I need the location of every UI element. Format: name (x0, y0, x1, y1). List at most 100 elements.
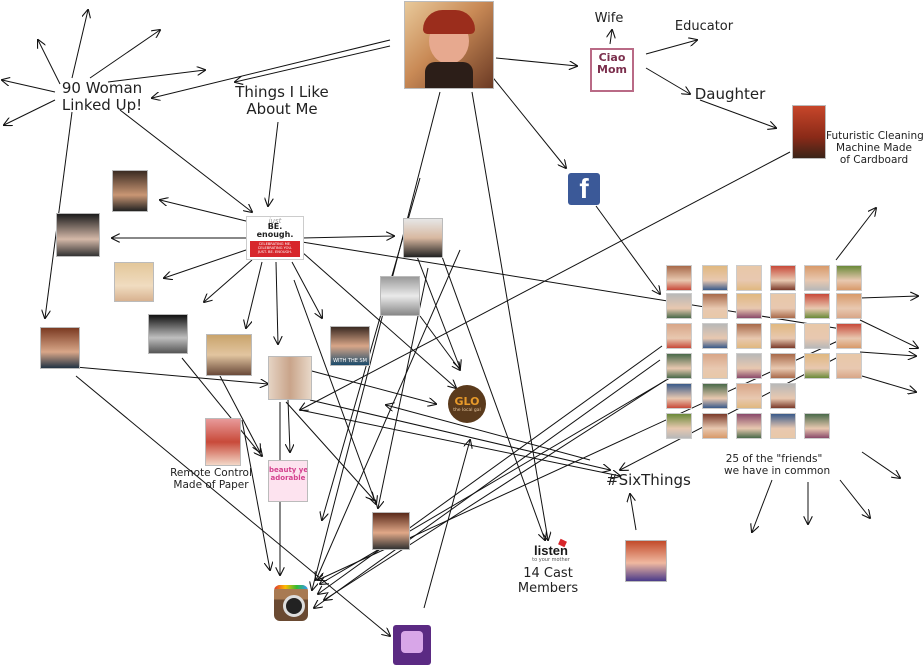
futuristic-label: Futuristic Cleaning Machine Made of Card… (826, 130, 924, 167)
friend-avatar[interactable] (702, 383, 728, 409)
arrow-12 (699, 99, 776, 128)
ciao-mom-text: Ciao Mom (597, 51, 627, 77)
arrow-27 (301, 241, 860, 332)
avatar-5[interactable] (148, 314, 188, 354)
friend-avatar[interactable] (736, 413, 762, 439)
friend-avatar[interactable] (702, 265, 728, 291)
friend-avatar[interactable] (770, 383, 796, 409)
friend-avatar[interactable] (804, 265, 830, 291)
arrow-21 (204, 259, 253, 302)
arrow-9 (610, 30, 612, 45)
ciao-mom-logo[interactable]: Ciao Mom (590, 48, 634, 92)
friend-avatar[interactable] (702, 323, 728, 349)
friend-avatar[interactable] (804, 413, 830, 439)
arrow-33 (307, 369, 436, 404)
arrow-4 (2, 80, 56, 93)
friend-avatar[interactable] (770, 353, 796, 379)
arrow-58 (835, 208, 876, 261)
avatar-7[interactable] (403, 218, 443, 258)
glo-logo[interactable]: GLO the local gal (448, 385, 486, 423)
avatar-3[interactable] (114, 262, 154, 302)
daughter-label: Daughter (694, 85, 766, 103)
friend-avatar[interactable] (804, 323, 830, 349)
instagram-icon[interactable] (274, 585, 308, 621)
arrow-28 (63, 365, 268, 384)
arrow-22 (246, 261, 263, 328)
arrow-40 (288, 399, 290, 452)
educator-label: Educator (674, 19, 734, 34)
avatar-9[interactable] (372, 512, 410, 550)
arrow-16 (119, 109, 252, 212)
avatar-sixthings[interactable] (625, 540, 667, 582)
friend-avatar[interactable] (736, 353, 762, 379)
arrow-25 (301, 236, 394, 238)
avatar-6[interactable] (206, 334, 252, 376)
friend-avatar[interactable] (666, 413, 692, 439)
avatar-8[interactable] (380, 276, 420, 316)
friend-avatar[interactable] (736, 293, 762, 319)
purple-badge[interactable] (393, 625, 431, 665)
arrow-10 (645, 40, 697, 55)
cast-label: 14 Cast Members (517, 566, 579, 596)
arrow-5 (4, 99, 56, 125)
arrow-2 (89, 30, 160, 79)
arrow-51 (318, 345, 663, 594)
friend-avatar[interactable] (666, 383, 692, 409)
arrow-15 (268, 121, 279, 206)
arrow-34 (309, 399, 610, 470)
arrow-36 (285, 401, 374, 500)
remote-label: Remote Control Made of Paper (170, 467, 252, 492)
arrow-13 (489, 73, 566, 168)
sixthings-label: #SixThings (606, 471, 691, 489)
arrow-24 (291, 261, 322, 318)
friend-avatar[interactable] (666, 265, 692, 291)
arrow-18 (160, 200, 251, 223)
arrow-0 (38, 40, 61, 85)
friend-avatar[interactable] (770, 413, 796, 439)
friend-avatar[interactable] (836, 265, 862, 291)
arrow-37 (181, 357, 262, 456)
friend-avatar[interactable] (666, 353, 692, 379)
arrow-59 (859, 296, 918, 298)
just-be-enough-logo[interactable]: just BE. enough. CELEBRATING ME. CELEBRA… (246, 216, 304, 260)
friend-avatar[interactable] (666, 293, 692, 319)
friend-avatar[interactable] (836, 293, 862, 319)
friend-avatar[interactable] (836, 323, 862, 349)
remote-control-photo[interactable] (205, 418, 241, 466)
friend-avatar[interactable] (736, 323, 762, 349)
arrow-14 (595, 205, 660, 294)
friend-avatar[interactable] (702, 353, 728, 379)
arrow-57 (423, 440, 470, 609)
listen-logo[interactable]: listen to your mother (530, 538, 572, 565)
common-friends-grid (666, 265, 862, 449)
arrow-1 (71, 10, 88, 79)
arrow-64 (752, 479, 773, 532)
avatar-2[interactable] (56, 213, 100, 257)
friend-avatar[interactable] (836, 353, 862, 379)
friend-avatar[interactable] (804, 353, 830, 379)
main-profile-photo[interactable] (404, 1, 494, 89)
two-women-photo[interactable] (268, 356, 312, 400)
avatar-1[interactable] (112, 170, 148, 212)
arrow-48 (630, 494, 637, 531)
cleaning-machine-photo[interactable] (792, 105, 826, 159)
facebook-icon[interactable]: f (568, 173, 600, 205)
friend-avatar[interactable] (736, 265, 762, 291)
arrow-23 (276, 261, 278, 344)
friend-avatar[interactable] (666, 323, 692, 349)
friend-avatar[interactable] (804, 293, 830, 319)
arrow-45 (316, 249, 461, 580)
avatar-4[interactable] (40, 327, 80, 369)
arrow-63 (861, 451, 900, 478)
friend-avatar[interactable] (702, 293, 728, 319)
with-the-sm-avatar[interactable]: WITH THE SM (330, 326, 370, 366)
arrow-43 (471, 91, 548, 540)
friend-avatar[interactable] (702, 413, 728, 439)
beauty-yet-adorable-logo[interactable]: beauty yet adorable (268, 460, 308, 502)
wife-label: Wife (594, 11, 624, 26)
friend-avatar[interactable] (770, 293, 796, 319)
friend-avatar[interactable] (770, 323, 796, 349)
arrow-35 (299, 409, 620, 476)
friend-avatar[interactable] (736, 383, 762, 409)
friend-avatar[interactable] (770, 265, 796, 291)
